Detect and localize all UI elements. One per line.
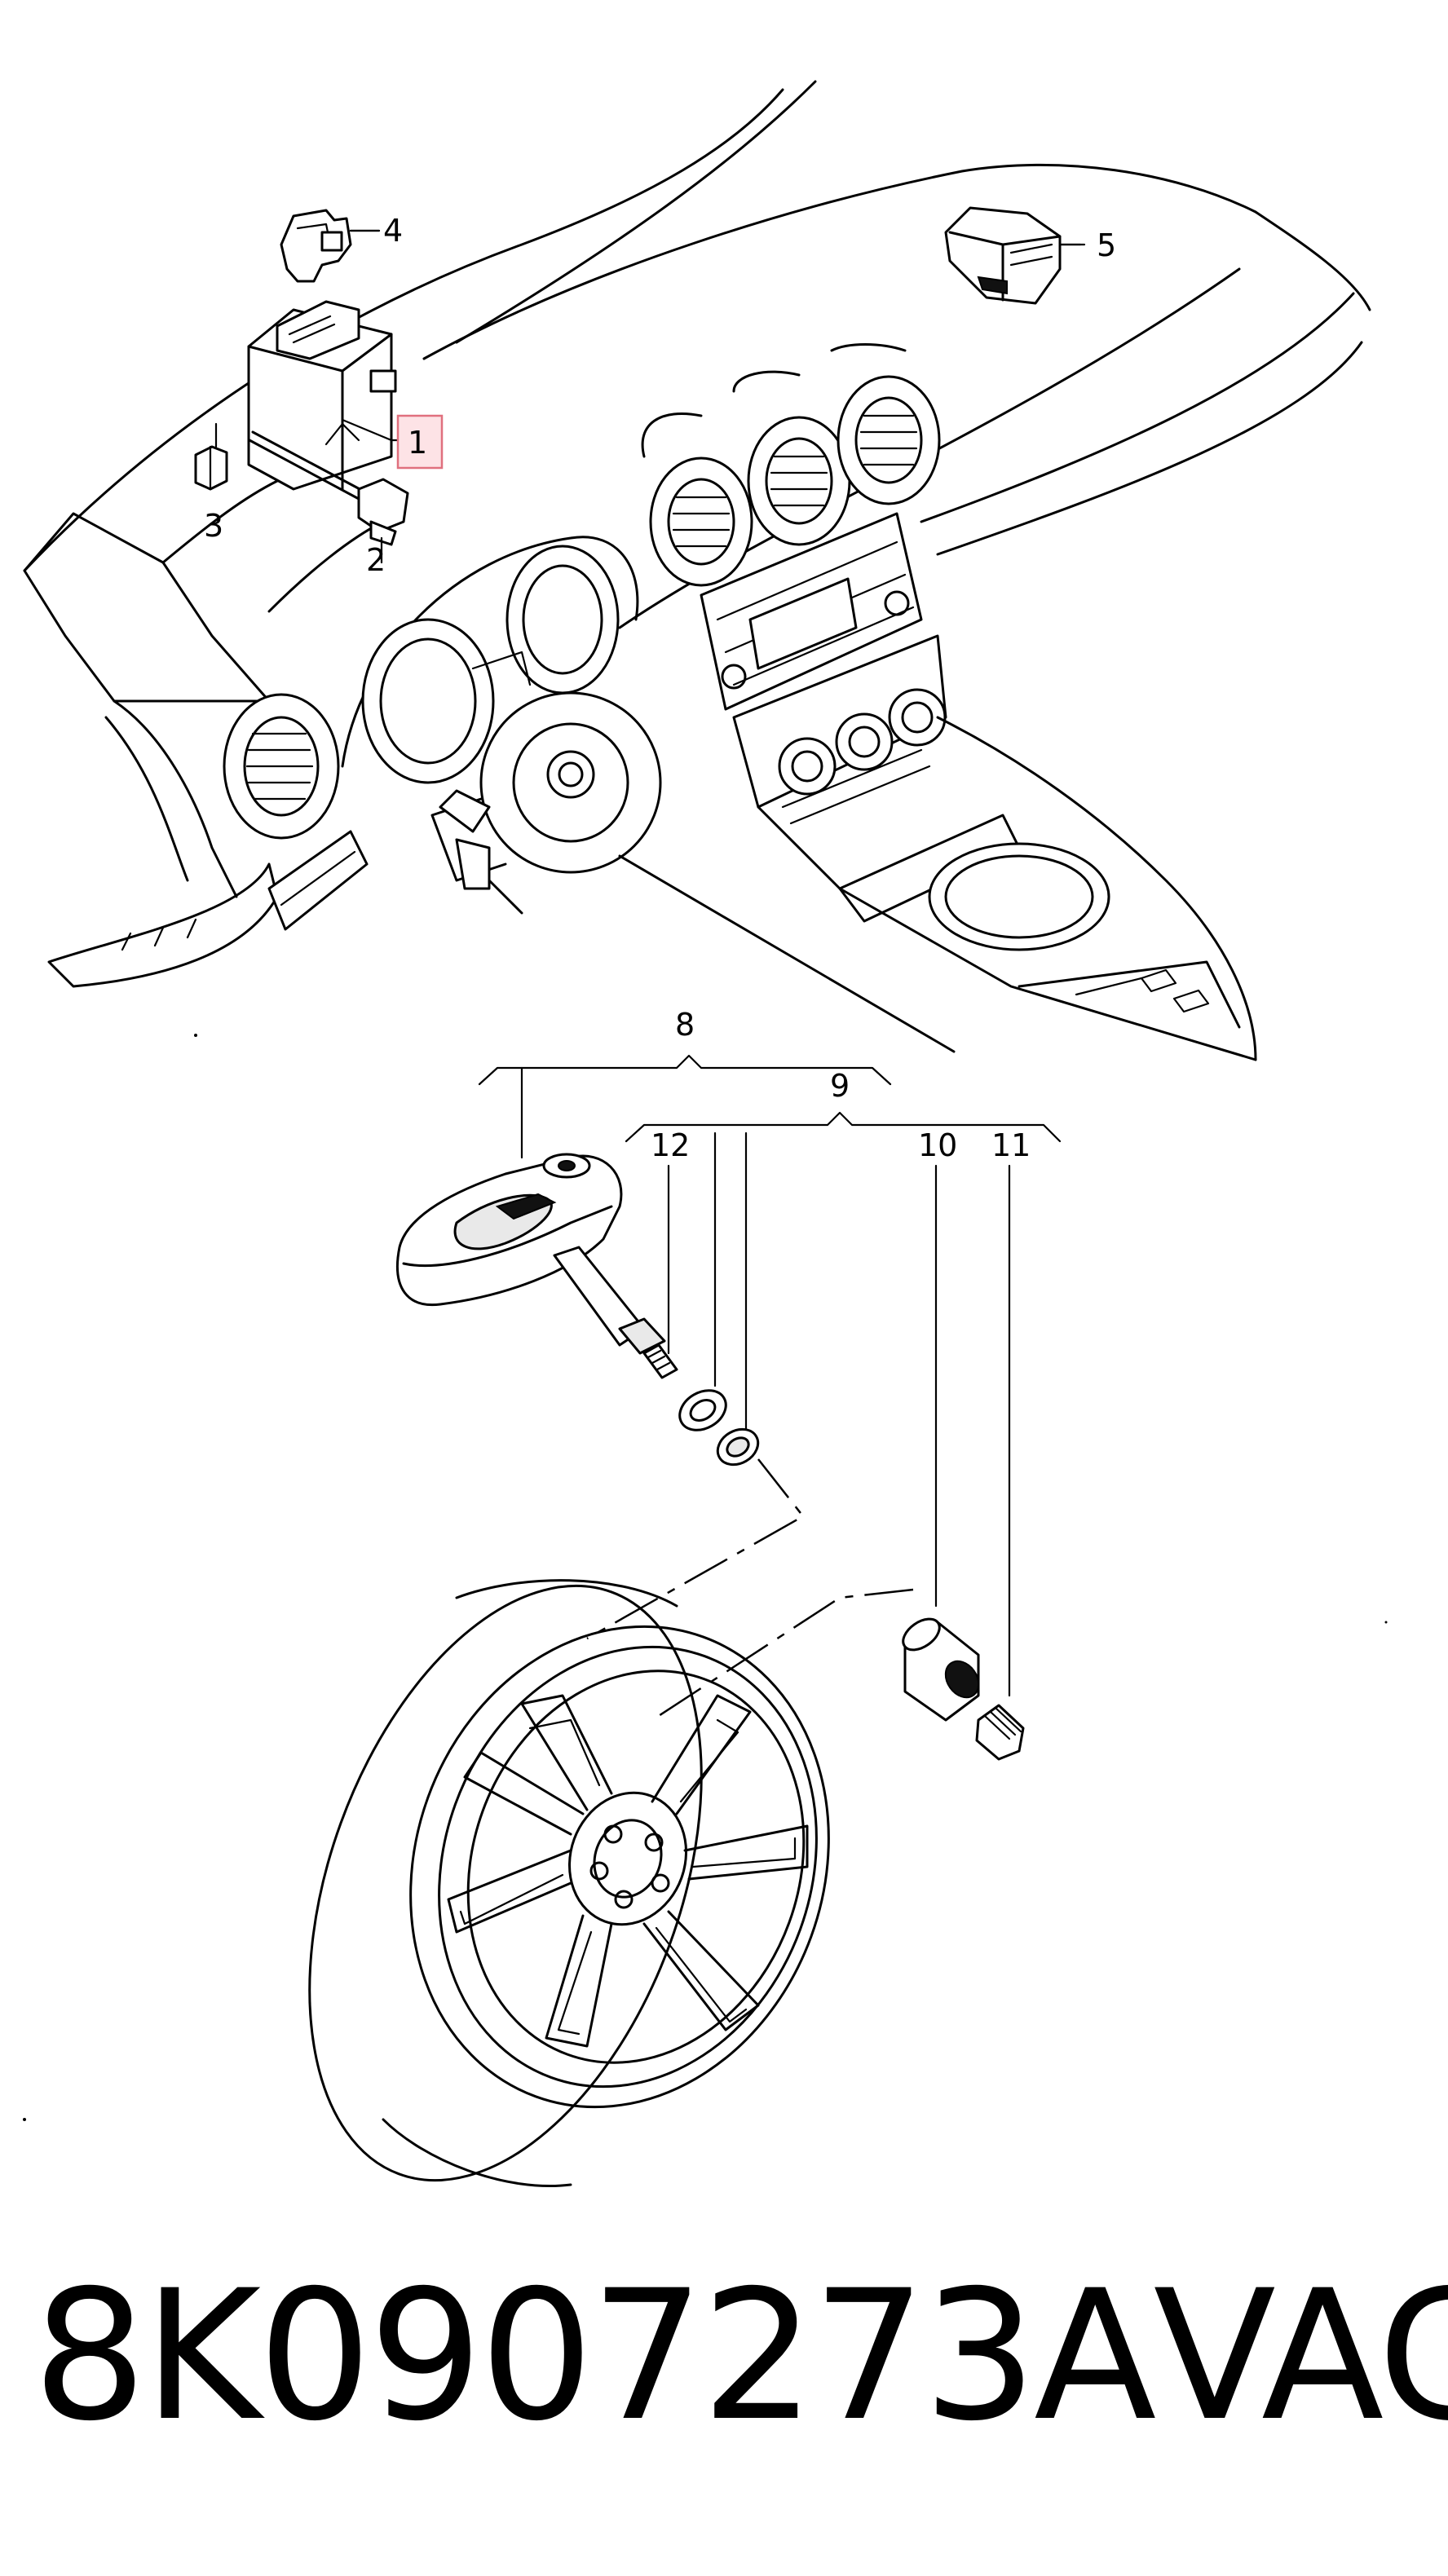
part-1-highlight-box	[396, 414, 444, 470]
part-8-tire-pressure-sensor-drawing	[395, 1153, 678, 1379]
callout-3[interactable]: 3	[204, 508, 223, 544]
part-5-switch-drawing	[944, 206, 1082, 305]
callout-labels: 1 2 3 4 5 8 9 10 11 12	[204, 213, 1116, 1163]
part-3-clip-drawing	[194, 422, 228, 491]
part-2-bolt-drawing	[248, 430, 409, 564]
dashboard-drawing	[23, 80, 1371, 1061]
callout-9[interactable]: 9	[830, 1068, 850, 1104]
part-12-valve-core-drawing	[678, 1389, 760, 1467]
assembly-guide-lines	[586, 1458, 914, 1722]
part-number-footer: 8K0907273A VAG	[33, 2252, 1448, 2460]
brand-text: VAG	[1153, 2252, 1448, 2460]
callout-1[interactable]: 1	[408, 425, 427, 461]
kit-brackets	[478, 1054, 1062, 1697]
part-11-valve-cap-drawing	[975, 1704, 1025, 1761]
wheel-rim-drawing	[308, 1579, 830, 2188]
callout-4[interactable]: 4	[383, 213, 403, 249]
callout-2[interactable]: 2	[366, 542, 386, 578]
part-10-valve-sleeve-drawing	[902, 1617, 980, 1722]
part-number-text: 8K0907273A	[33, 2252, 1157, 2460]
callout-10[interactable]: 10	[918, 1127, 957, 1163]
part-1-control-unit-drawing	[247, 300, 397, 491]
callout-8[interactable]: 8	[675, 1007, 695, 1043]
callout-11[interactable]: 11	[991, 1127, 1031, 1163]
part-4-bracket-drawing	[280, 209, 381, 283]
callout-5[interactable]: 5	[1097, 227, 1116, 263]
callout-12[interactable]: 12	[651, 1127, 690, 1163]
